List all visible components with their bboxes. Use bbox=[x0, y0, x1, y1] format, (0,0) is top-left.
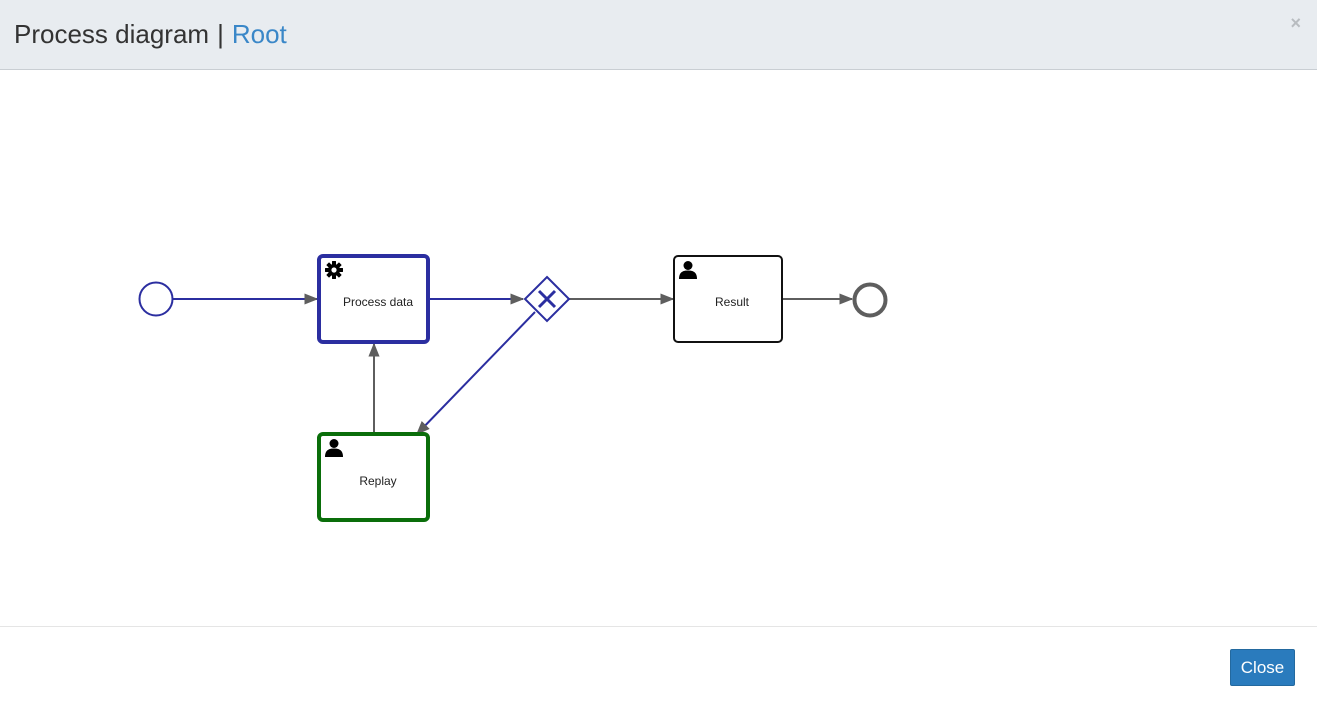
task-label-result: Result bbox=[715, 295, 750, 309]
root-link[interactable]: Root bbox=[231, 19, 287, 49]
user-icon bbox=[325, 439, 343, 457]
close-icon[interactable]: × bbox=[1290, 13, 1301, 33]
modal-body: Process data Result bbox=[0, 71, 1317, 626]
modal-header: Process diagram|Root × bbox=[0, 0, 1317, 70]
title-text: Process diagram bbox=[14, 19, 210, 49]
end-event[interactable] bbox=[852, 282, 888, 318]
task-result[interactable]: Result bbox=[673, 255, 783, 343]
modal-title: Process diagram|Root bbox=[14, 16, 287, 52]
process-diagram: Process data Result bbox=[138, 254, 888, 522]
task-label-replay: Replay bbox=[359, 474, 396, 488]
task-process-data[interactable]: Process data bbox=[317, 254, 430, 344]
task-label-process-data: Process data bbox=[343, 295, 413, 309]
modal-footer: Close bbox=[0, 626, 1317, 706]
title-separator: | bbox=[217, 19, 224, 49]
exclusive-gateway[interactable] bbox=[523, 275, 571, 323]
start-event[interactable] bbox=[138, 281, 174, 317]
x-icon bbox=[537, 289, 557, 309]
task-replay[interactable]: Replay bbox=[317, 432, 430, 522]
user-icon bbox=[679, 261, 697, 279]
close-button[interactable]: Close bbox=[1230, 649, 1295, 686]
gear-icon bbox=[325, 261, 343, 279]
flow-gateway-to-replay bbox=[416, 311, 536, 436]
